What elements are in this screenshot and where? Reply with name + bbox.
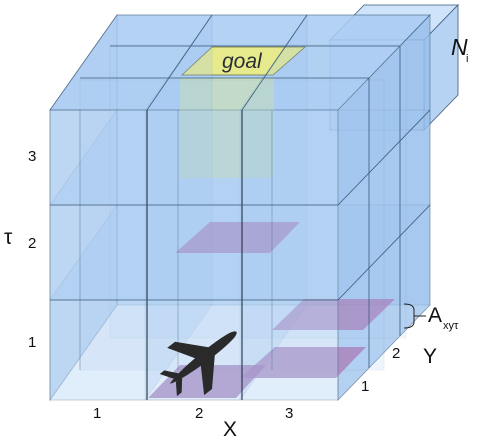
airplane-icon: [159, 331, 237, 397]
x-tick-3: 3: [285, 405, 293, 422]
slab-mid: [175, 222, 300, 253]
y-tick-2: 2: [392, 345, 400, 362]
x-partitions: [144, 14, 308, 401]
goal-column: [180, 78, 274, 178]
cell-sub: xyτ: [443, 320, 459, 332]
tau-tick-2: 2: [28, 235, 36, 252]
tau-tick-3: 3: [28, 148, 36, 165]
cell-label: A: [428, 304, 442, 327]
front-grid: [50, 110, 338, 400]
neighbor-sub: i: [466, 53, 468, 65]
right-grid: [337, 46, 431, 368]
goal-label: goal: [222, 50, 263, 73]
goal-region: [180, 46, 307, 76]
x-tick-2: 2: [195, 405, 203, 422]
tau-axis-label: τ: [4, 226, 13, 249]
slab-right-upper: [272, 299, 395, 330]
y-axis-label: Y: [423, 345, 437, 368]
top-grid: [80, 14, 400, 111]
x-tick-1: 1: [93, 405, 101, 422]
neighbor-label: N: [451, 34, 468, 60]
tau-tick-1: 1: [28, 334, 36, 351]
x-axis-label: X: [223, 418, 237, 441]
y-tick-1: 1: [361, 378, 369, 395]
slab-right-lower: [240, 347, 366, 378]
